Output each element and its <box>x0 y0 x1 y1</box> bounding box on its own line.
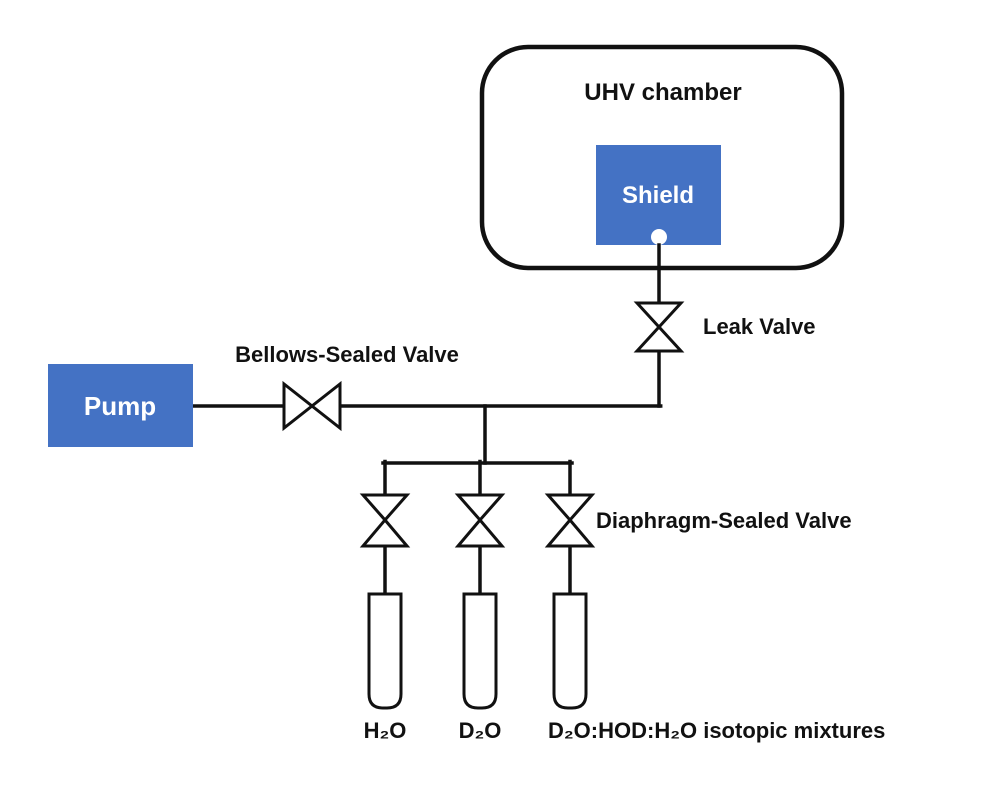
pump-label: Pump <box>84 391 156 421</box>
vial-2-label: D₂O <box>459 718 502 743</box>
leak-valve-bottom-triangle <box>633 324 685 353</box>
vial-3-outline <box>552 592 588 710</box>
leak-valve-top-triangle <box>633 301 685 330</box>
diaphragm-valve-label: Diaphragm-Sealed Valve <box>596 508 852 533</box>
vial-2 <box>462 592 498 710</box>
vial-1-outline <box>367 592 403 710</box>
vial-3-label: D₂O:HOD:H₂O isotopic mixtures <box>548 718 885 743</box>
leak-valve-label: Leak Valve <box>703 314 816 339</box>
diaphragm-valve-3-bottom-triangle <box>544 517 596 548</box>
vial-1-label: H₂O <box>364 718 407 743</box>
bellows-valve-right-triangle <box>309 380 342 432</box>
vial-3 <box>552 592 588 710</box>
bellows-valve-symbol <box>282 380 342 432</box>
diaphragm-valve-2-bottom-triangle <box>454 517 506 548</box>
diaphragm-valve-symbol-3 <box>544 493 596 548</box>
diaphragm-valve-1-top-triangle <box>359 493 411 523</box>
shield-block <box>596 145 721 245</box>
vial-2-outline <box>462 592 498 710</box>
uhv-chamber-label: UHV chamber <box>584 79 741 106</box>
pump-block <box>48 364 193 447</box>
diaphragm-valve-1-bottom-triangle <box>359 517 411 548</box>
bellows-valve-label: Bellows-Sealed Valve <box>235 342 459 367</box>
vial-1 <box>367 592 403 710</box>
shield-label: Shield <box>622 182 694 209</box>
diaphragm-valve-symbol-1 <box>359 493 411 548</box>
diaphragm-valve-3-top-triangle <box>544 493 596 523</box>
shield-aperture <box>651 229 667 245</box>
leak-valve-symbol <box>633 301 685 353</box>
diaphragm-valve-symbol-2 <box>454 493 506 548</box>
diaphragm-valve-2-top-triangle <box>454 493 506 523</box>
bellows-valve-left-triangle <box>282 380 315 432</box>
